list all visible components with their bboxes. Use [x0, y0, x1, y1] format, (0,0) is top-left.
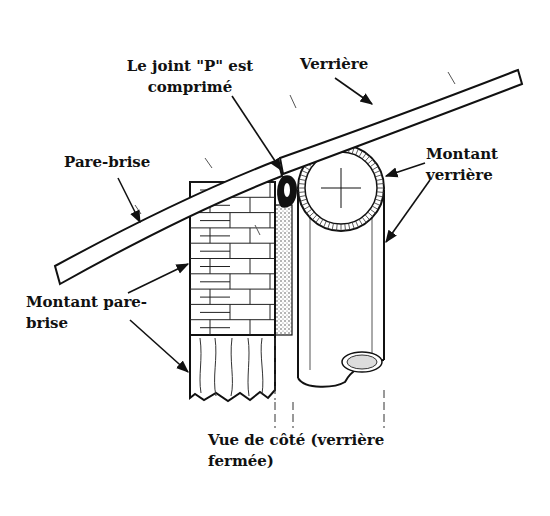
p-seal	[277, 175, 297, 207]
windshield-post	[190, 182, 292, 401]
glass-marks	[135, 72, 455, 235]
part-label: Le joint "P" est comprimé	[100, 56, 280, 98]
leader-lines	[118, 78, 430, 372]
part-label: Montant pare-brise	[26, 292, 156, 334]
view-caption: Vue de côté (verrière fermée)	[208, 430, 388, 472]
part-label: Pare-brise	[64, 152, 174, 173]
part-label: Verrière	[300, 54, 400, 75]
canopy-frame-tube	[298, 145, 384, 387]
center-lines	[275, 338, 384, 428]
part-label: Montant verrière	[426, 144, 526, 186]
windshield	[55, 160, 282, 284]
